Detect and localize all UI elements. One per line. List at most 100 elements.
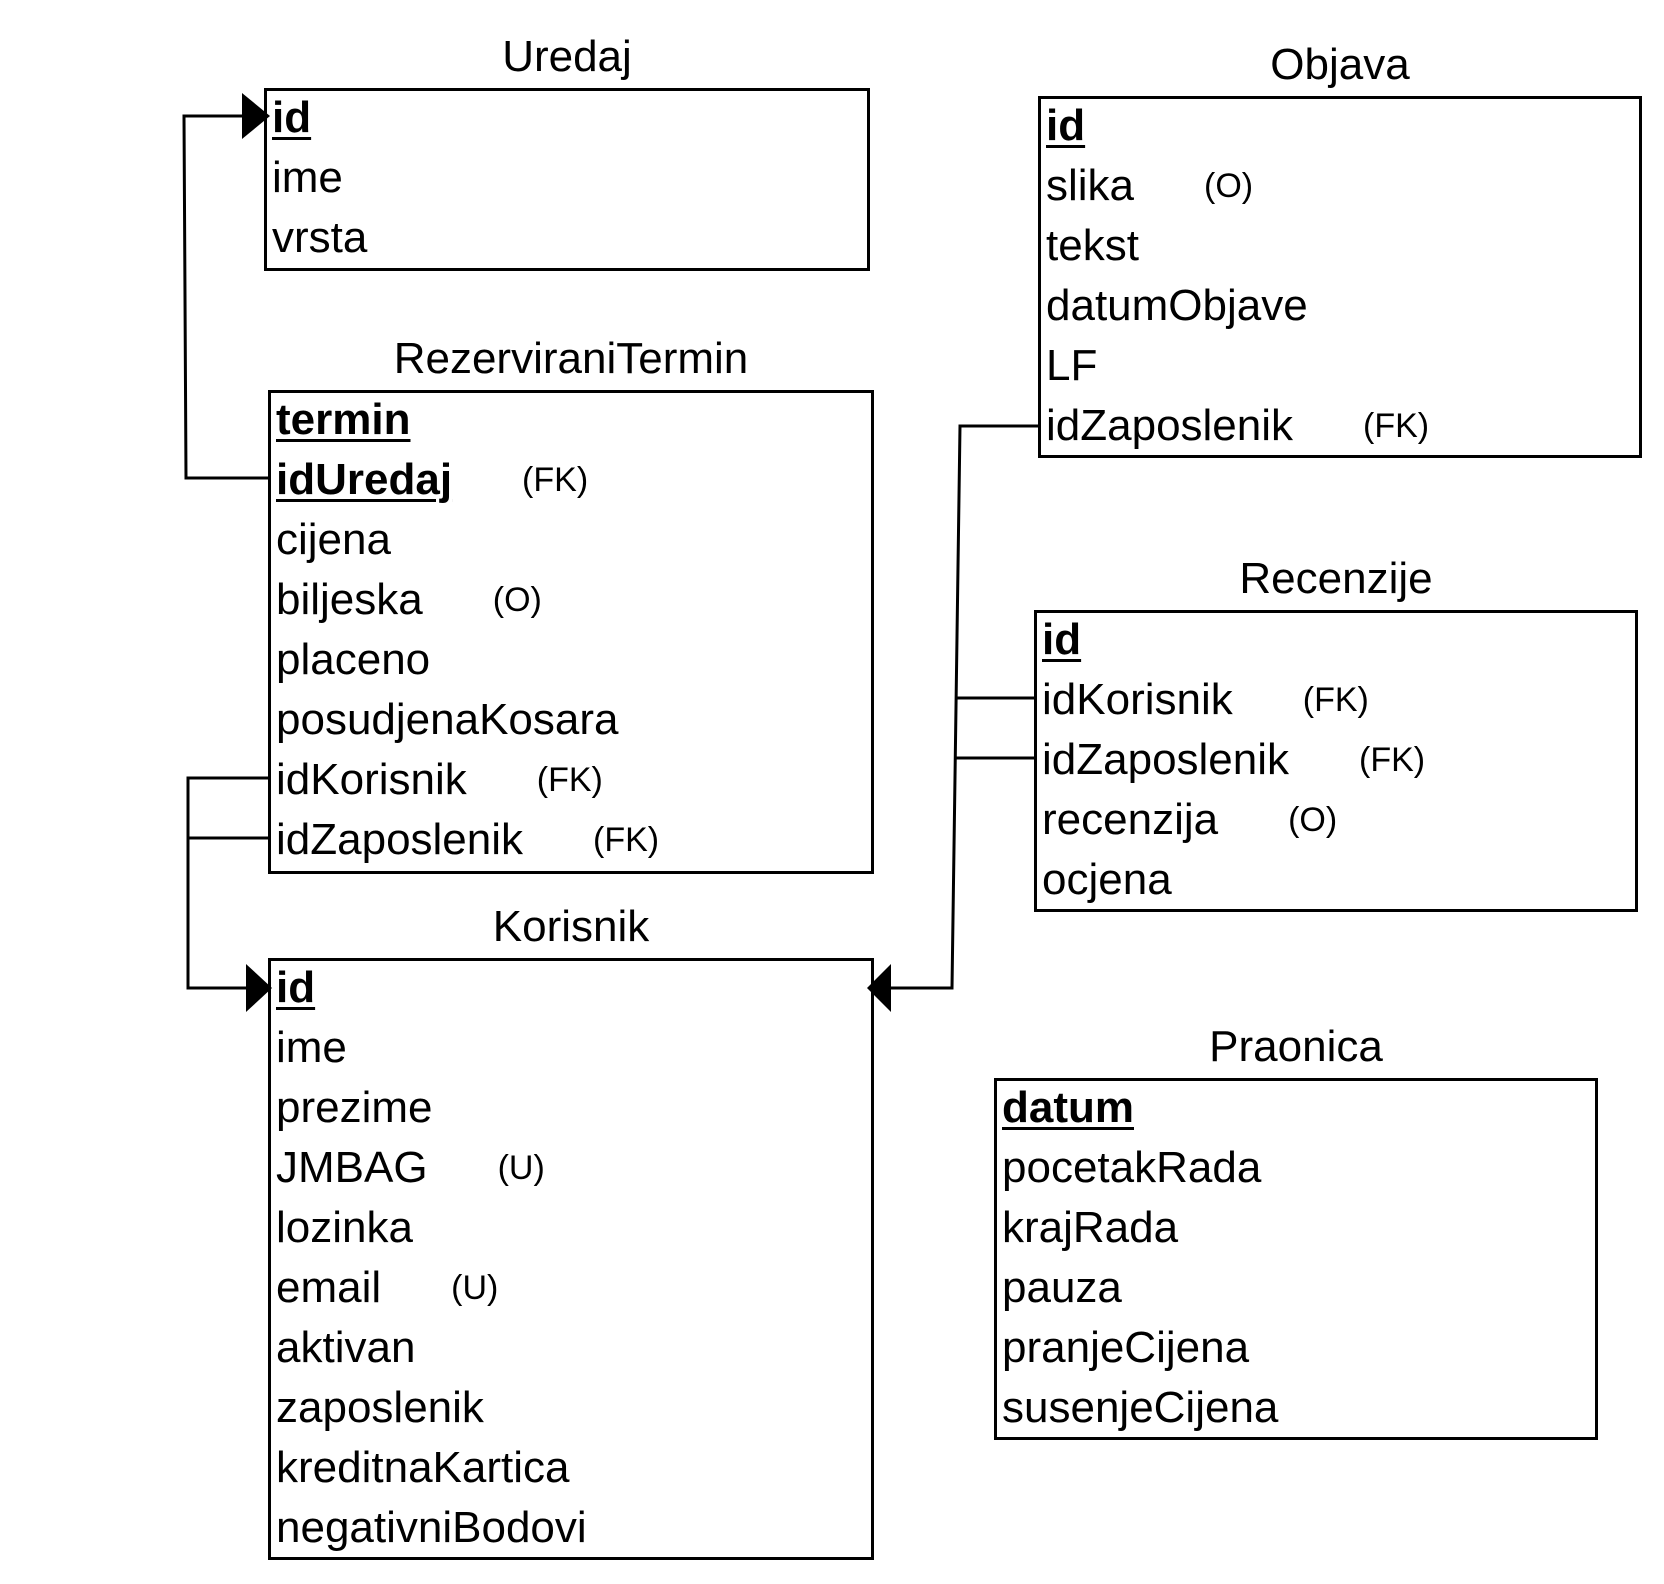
attribute-name: kreditnaKartica (276, 1443, 570, 1492)
attribute-row: susenjeCijena (1002, 1378, 1598, 1438)
attribute-name: termin (276, 395, 411, 444)
attribute-row: LF (1046, 336, 1642, 396)
attribute-name: slika (1046, 161, 1135, 210)
arrowhead-uredaj-id (242, 93, 270, 139)
attribute-constraint: (U) (451, 1268, 499, 1307)
attribute-name: ocjena (1042, 855, 1172, 904)
arrowhead-korisnik-id-left (246, 964, 272, 1012)
attribute-name: zaposlenik (276, 1383, 484, 1432)
attribute-name: biljeska (276, 575, 423, 624)
attribute-name: pauza (1002, 1263, 1122, 1312)
attribute-list: termin idUredaj(FK) cijena biljeska(O) place… (276, 390, 874, 870)
attribute-constraint: (FK) (1302, 680, 1369, 719)
entity-title: Objava (1270, 40, 1410, 89)
attribute-constraint: (U) (497, 1148, 545, 1187)
entity-title: Korisnik (492, 902, 650, 951)
attribute-name: idKorisnik (276, 755, 467, 804)
entity-title: Uredaj (502, 32, 632, 81)
attribute-row: tekst (1046, 216, 1642, 276)
attribute-name: id (276, 963, 316, 1012)
attribute-row: ime (272, 148, 870, 208)
attribute-row: cijena (276, 510, 874, 570)
attribute-row: zaposlenik (276, 1378, 874, 1438)
attribute-row: prezime (276, 1078, 874, 1138)
link-rt-idKorisnik-to-korisnik-id (186, 776, 268, 990)
attribute-name: posudjenaKosara (276, 695, 619, 744)
attribute-name: negativniBodovi (276, 1503, 587, 1552)
attribute-row: ocjena (1042, 850, 1638, 910)
attribute-name: ime (276, 1023, 347, 1072)
attribute-row: biljeska(O) (276, 570, 874, 630)
attribute-name: prezime (276, 1083, 433, 1132)
arrowhead-korisnik-id-right (867, 964, 891, 1012)
attribute-row: posudjenaKosara (276, 690, 874, 750)
attribute-row: idKorisnik (FK) (276, 750, 874, 810)
attribute-list: id ime vrsta (272, 88, 870, 268)
attribute-row: placeno (276, 630, 874, 690)
entity-box (264, 88, 870, 271)
attribute-name: tekst (1046, 221, 1139, 270)
entity-rezervirani-termin: RezerviraniTermin termin idUredaj(FK) cije… (268, 334, 874, 874)
attribute-name: idZaposlenik (1046, 401, 1294, 450)
attribute-row: vrsta (272, 208, 870, 268)
attribute-constraint: (FK) (536, 760, 603, 799)
attribute-name: aktivan (276, 1323, 416, 1372)
attribute-name: susenjeCijena (1002, 1383, 1279, 1432)
attribute-row: lozinka (276, 1198, 874, 1258)
attribute-row: termin (276, 390, 874, 450)
attribute-name: LF (1046, 341, 1098, 390)
attribute-name: krajRada (1002, 1203, 1179, 1252)
attribute-row: kreditnaKartica (276, 1438, 874, 1498)
attribute-name: pranjeCijena (1002, 1323, 1250, 1372)
attribute-name: vrsta (272, 213, 368, 262)
attribute-row: idZaposlenik (FK) (1042, 730, 1638, 790)
attribute-row: slika (O) (1046, 156, 1642, 216)
attribute-name: ime (272, 153, 343, 202)
attribute-name: cijena (276, 515, 391, 564)
link-objava-idZaposlenik-to-korisnik-id (880, 424, 1040, 990)
attribute-name: id (1042, 615, 1082, 664)
attribute-row: id (1042, 610, 1638, 670)
entity-praonica: Praonica datum pocetakRada krajRada pauza pr… (994, 1022, 1598, 1440)
attribute-row: recenzija(O) (1042, 790, 1638, 850)
attribute-row: datumObjave (1046, 276, 1642, 336)
attribute-constraint: (FK) (1363, 406, 1430, 445)
attribute-name: id (272, 93, 312, 142)
attribute-row: pocetakRada (1002, 1138, 1598, 1198)
entity-box (1034, 610, 1638, 912)
attribute-row: id (1046, 96, 1642, 156)
attribute-name: lozinka (276, 1203, 413, 1252)
entity-title: Recenzije (1239, 554, 1433, 603)
attribute-name: recenzija (1042, 795, 1219, 844)
attribute-row: JMBAG(U) (276, 1138, 874, 1198)
attribute-name: pocetakRada (1002, 1143, 1262, 1192)
attribute-row: negativniBodovi (276, 1498, 874, 1558)
attribute-name: id (1046, 101, 1086, 150)
entity-title: RezerviraniTermin (393, 334, 749, 383)
attribute-row: idKorisnik (FK) (1042, 670, 1638, 730)
attribute-row: pranjeCijena (1002, 1318, 1598, 1378)
attribute-row: email (U) (276, 1258, 874, 1318)
attribute-name: email (276, 1263, 382, 1312)
entity-uredaj: Uredaj id ime vrsta (264, 32, 870, 271)
attribute-name: datumObjave (1046, 281, 1308, 330)
entity-title: Praonica (1209, 1022, 1383, 1071)
attribute-row: ime (276, 1018, 874, 1078)
attribute-row: idUredaj(FK) (276, 450, 874, 510)
attribute-constraint: (FK) (1359, 740, 1426, 779)
attribute-name: idZaposlenik (1042, 735, 1290, 784)
entity-box (268, 958, 874, 1560)
attribute-name: placeno (276, 635, 431, 684)
attribute-name: datum (1002, 1083, 1134, 1132)
attribute-constraint: (O) (1204, 166, 1254, 205)
attribute-row: aktivan (276, 1318, 874, 1378)
entity-box (268, 390, 874, 874)
attribute-list: id idKorisnik (FK) idZaposlenik (FK) recenzij… (1042, 610, 1638, 910)
attribute-row: idZaposlenik (FK) (1046, 396, 1642, 456)
attribute-name: idKorisnik (1042, 675, 1233, 724)
attribute-row: pauza (1002, 1258, 1598, 1318)
